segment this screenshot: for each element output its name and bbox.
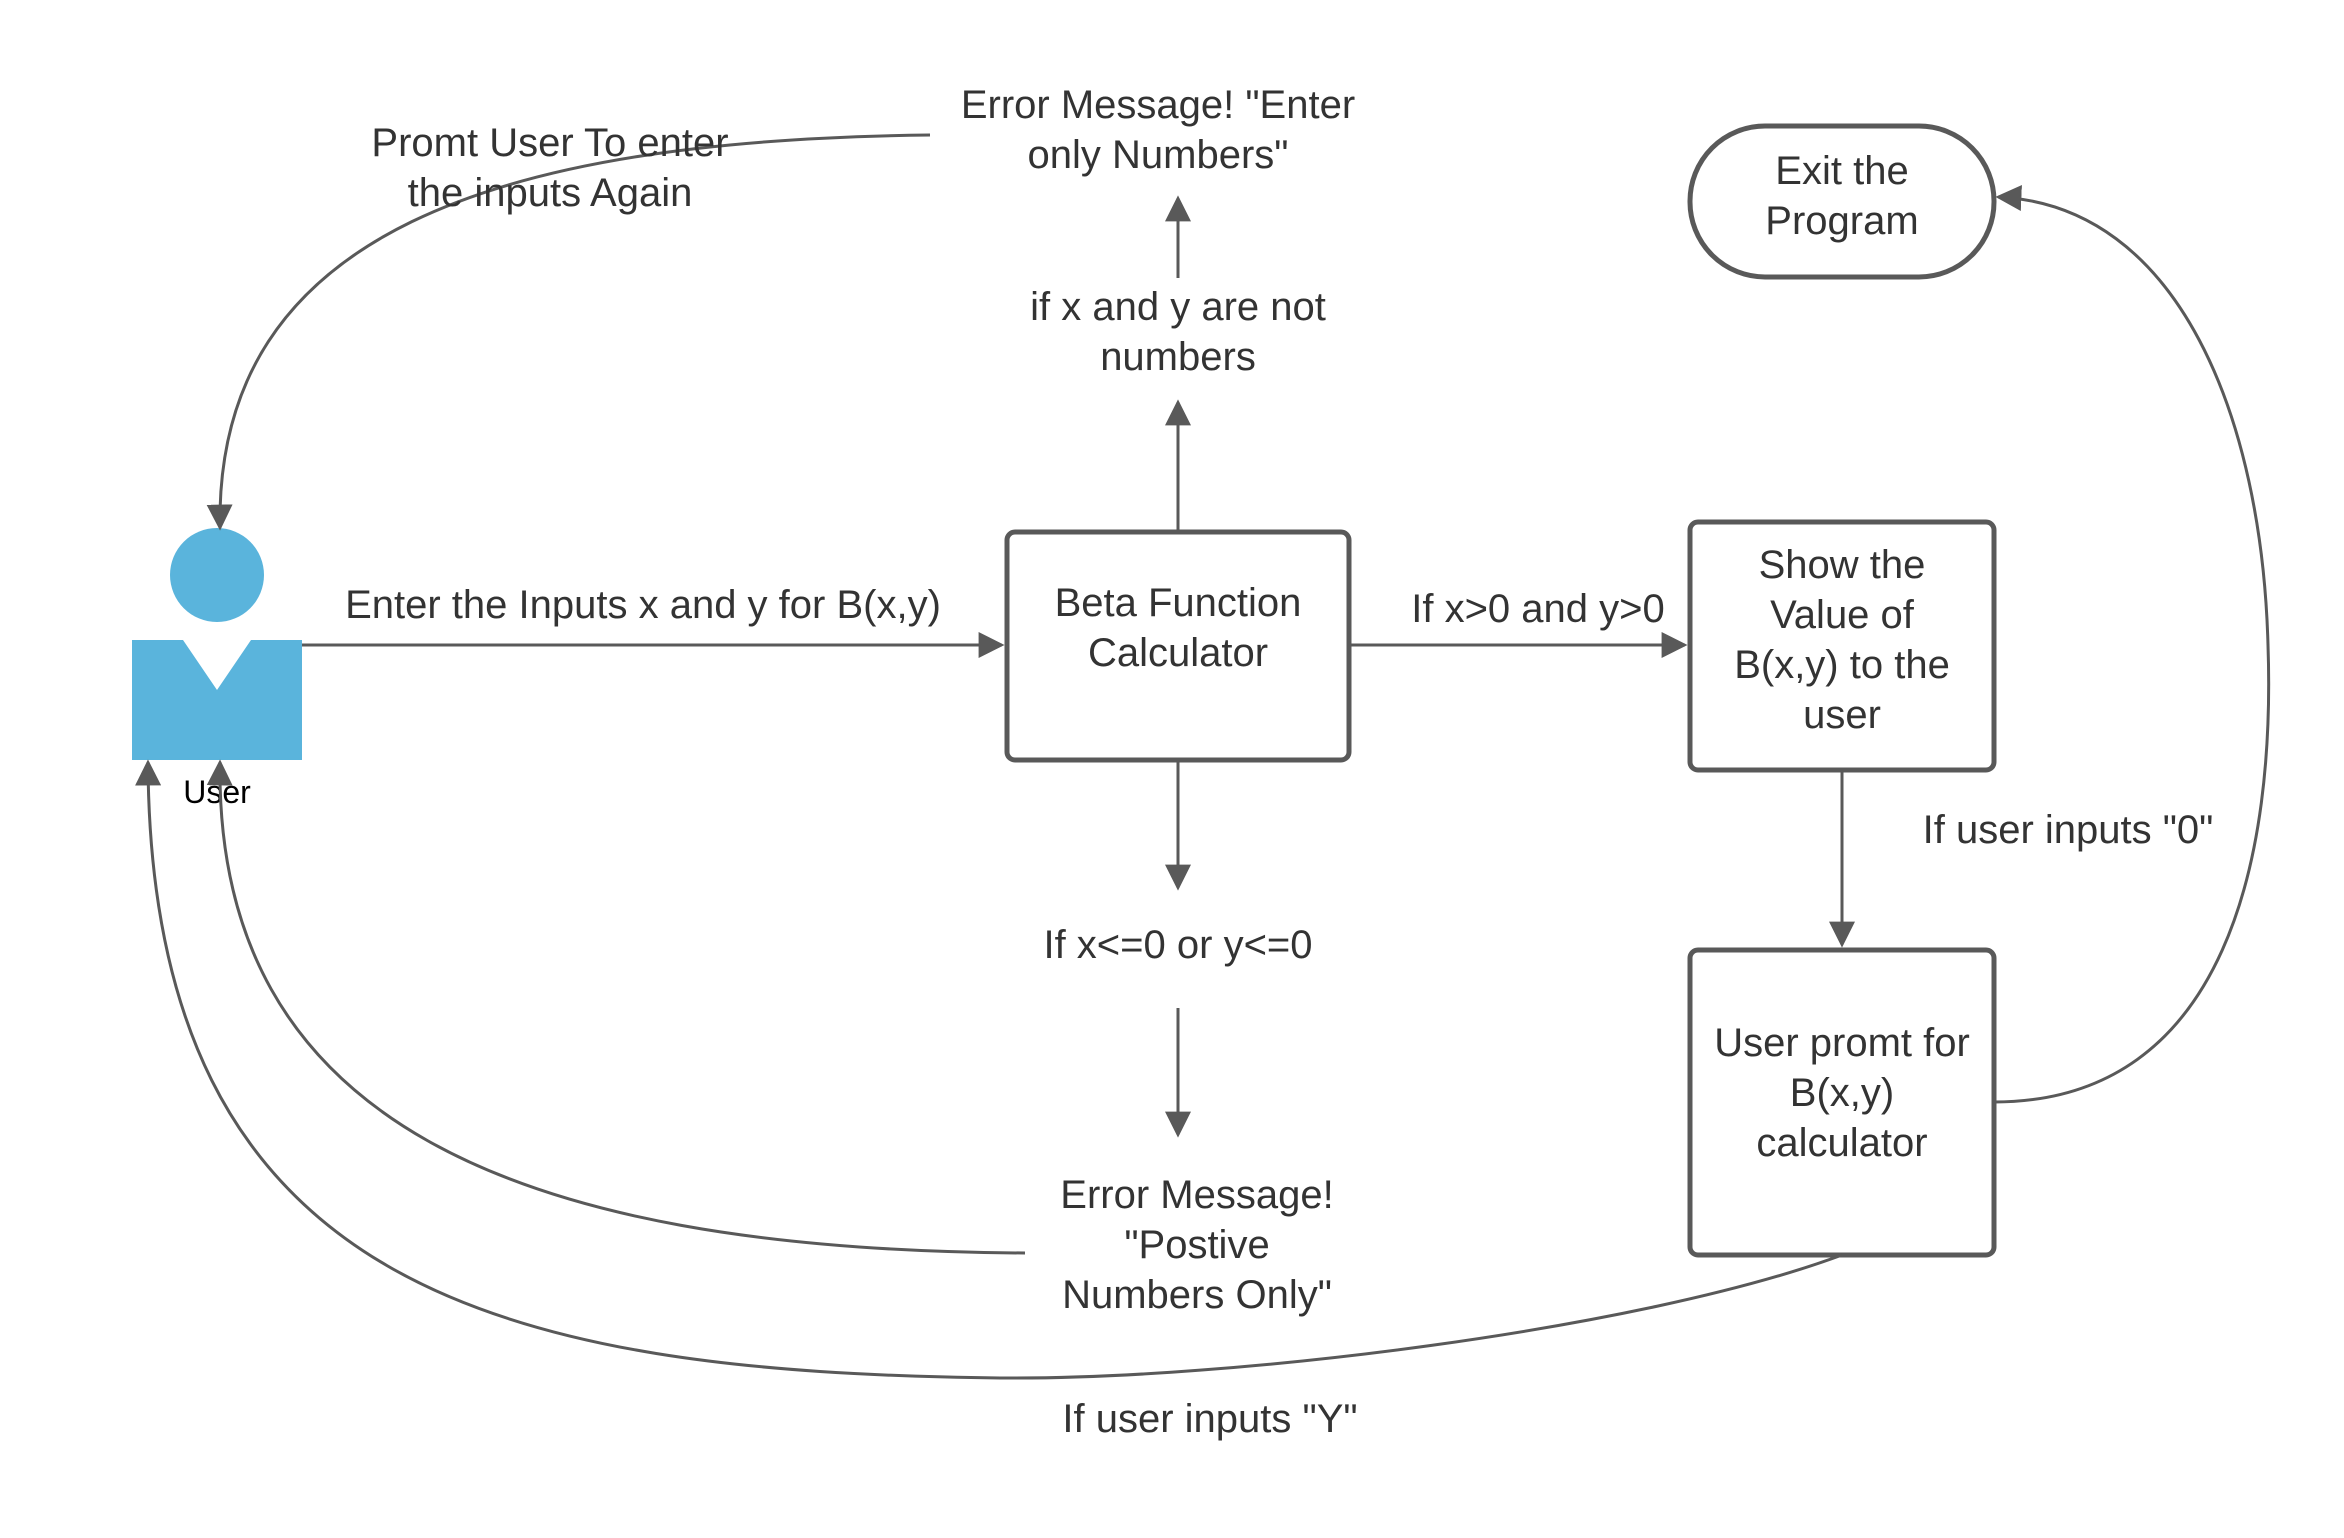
user-inputs-y-edge-label-line: If user inputs "Y" bbox=[1062, 1397, 1357, 1441]
show-value-label-line: Value of bbox=[1770, 593, 1915, 637]
user-prompt-label-line: B(x,y) bbox=[1790, 1071, 1894, 1115]
prompt-again-edge-label-line: the inputs Again bbox=[408, 171, 693, 215]
nonpositive-condition-label: If x<=0 or y<=0 bbox=[1043, 923, 1312, 967]
exit-program-label-line: Program bbox=[1765, 199, 1918, 243]
user-prompt-label-line: calculator bbox=[1756, 1121, 1927, 1165]
error-positive-label-line: "Postive bbox=[1124, 1223, 1269, 1267]
prompt-again-edge-label-line: Promt User To enter bbox=[371, 121, 728, 165]
error-numbers-label-line: Error Message! "Enter bbox=[961, 83, 1355, 127]
error-numbers-label-line: only Numbers" bbox=[1028, 133, 1289, 177]
error-positive-label-line: Error Message! bbox=[1060, 1173, 1333, 1217]
edge-error-numbers-to-user bbox=[206, 133, 931, 531]
error-numbers-label: Error Message! "Enter only Numbers" bbox=[961, 83, 1355, 177]
user-label: User bbox=[183, 774, 251, 810]
user-inputs-zero-edge-label: If user inputs "0" bbox=[1923, 808, 2214, 852]
enter-inputs-edge-label-line: Enter the Inputs x and y for B(x,y) bbox=[345, 583, 941, 627]
show-value-label-line: B(x,y) to the bbox=[1734, 643, 1950, 687]
nonpositive-condition-label-line: If x<=0 or y<=0 bbox=[1043, 923, 1312, 967]
positive-edge-label: If x>0 and y>0 bbox=[1411, 587, 1665, 631]
user-person-icon bbox=[132, 528, 302, 760]
edge-prompt-to-user bbox=[135, 759, 1843, 1380]
show-value-label-line: user bbox=[1803, 693, 1881, 737]
exit-program-terminal bbox=[1687, 123, 1997, 280]
user-inputs-y-edge-label: If user inputs "Y" bbox=[1062, 1397, 1357, 1441]
enter-inputs-edge-label: Enter the Inputs x and y for B(x,y) bbox=[345, 583, 941, 627]
prompt-again-edge-label: Promt User To enter the inputs Again bbox=[371, 121, 728, 215]
not-numbers-condition-label: if x and y are not numbers bbox=[1030, 285, 1326, 379]
show-value-label-line: Show the bbox=[1759, 543, 1926, 587]
calculator-label-line: Calculator bbox=[1088, 631, 1268, 675]
edge-error-positive-to-user bbox=[206, 759, 1026, 1255]
user-actor: User bbox=[132, 528, 302, 810]
edges bbox=[135, 133, 2271, 1380]
exit-program-label-line: Exit the bbox=[1775, 149, 1908, 193]
positive-edge-label-line: If x>0 and y>0 bbox=[1411, 587, 1665, 631]
calculator-label-line: Beta Function bbox=[1055, 581, 1302, 625]
user-prompt-label-line: User promt for bbox=[1714, 1021, 1970, 1065]
not-numbers-condition-label-line: numbers bbox=[1100, 335, 1256, 379]
error-positive-label-line: Numbers Only" bbox=[1062, 1273, 1332, 1317]
edge-prompt-to-exit bbox=[1993, 185, 2271, 1104]
not-numbers-condition-label-line: if x and y are not bbox=[1030, 285, 1326, 329]
user-inputs-zero-edge-label-line: If user inputs "0" bbox=[1923, 808, 2214, 852]
